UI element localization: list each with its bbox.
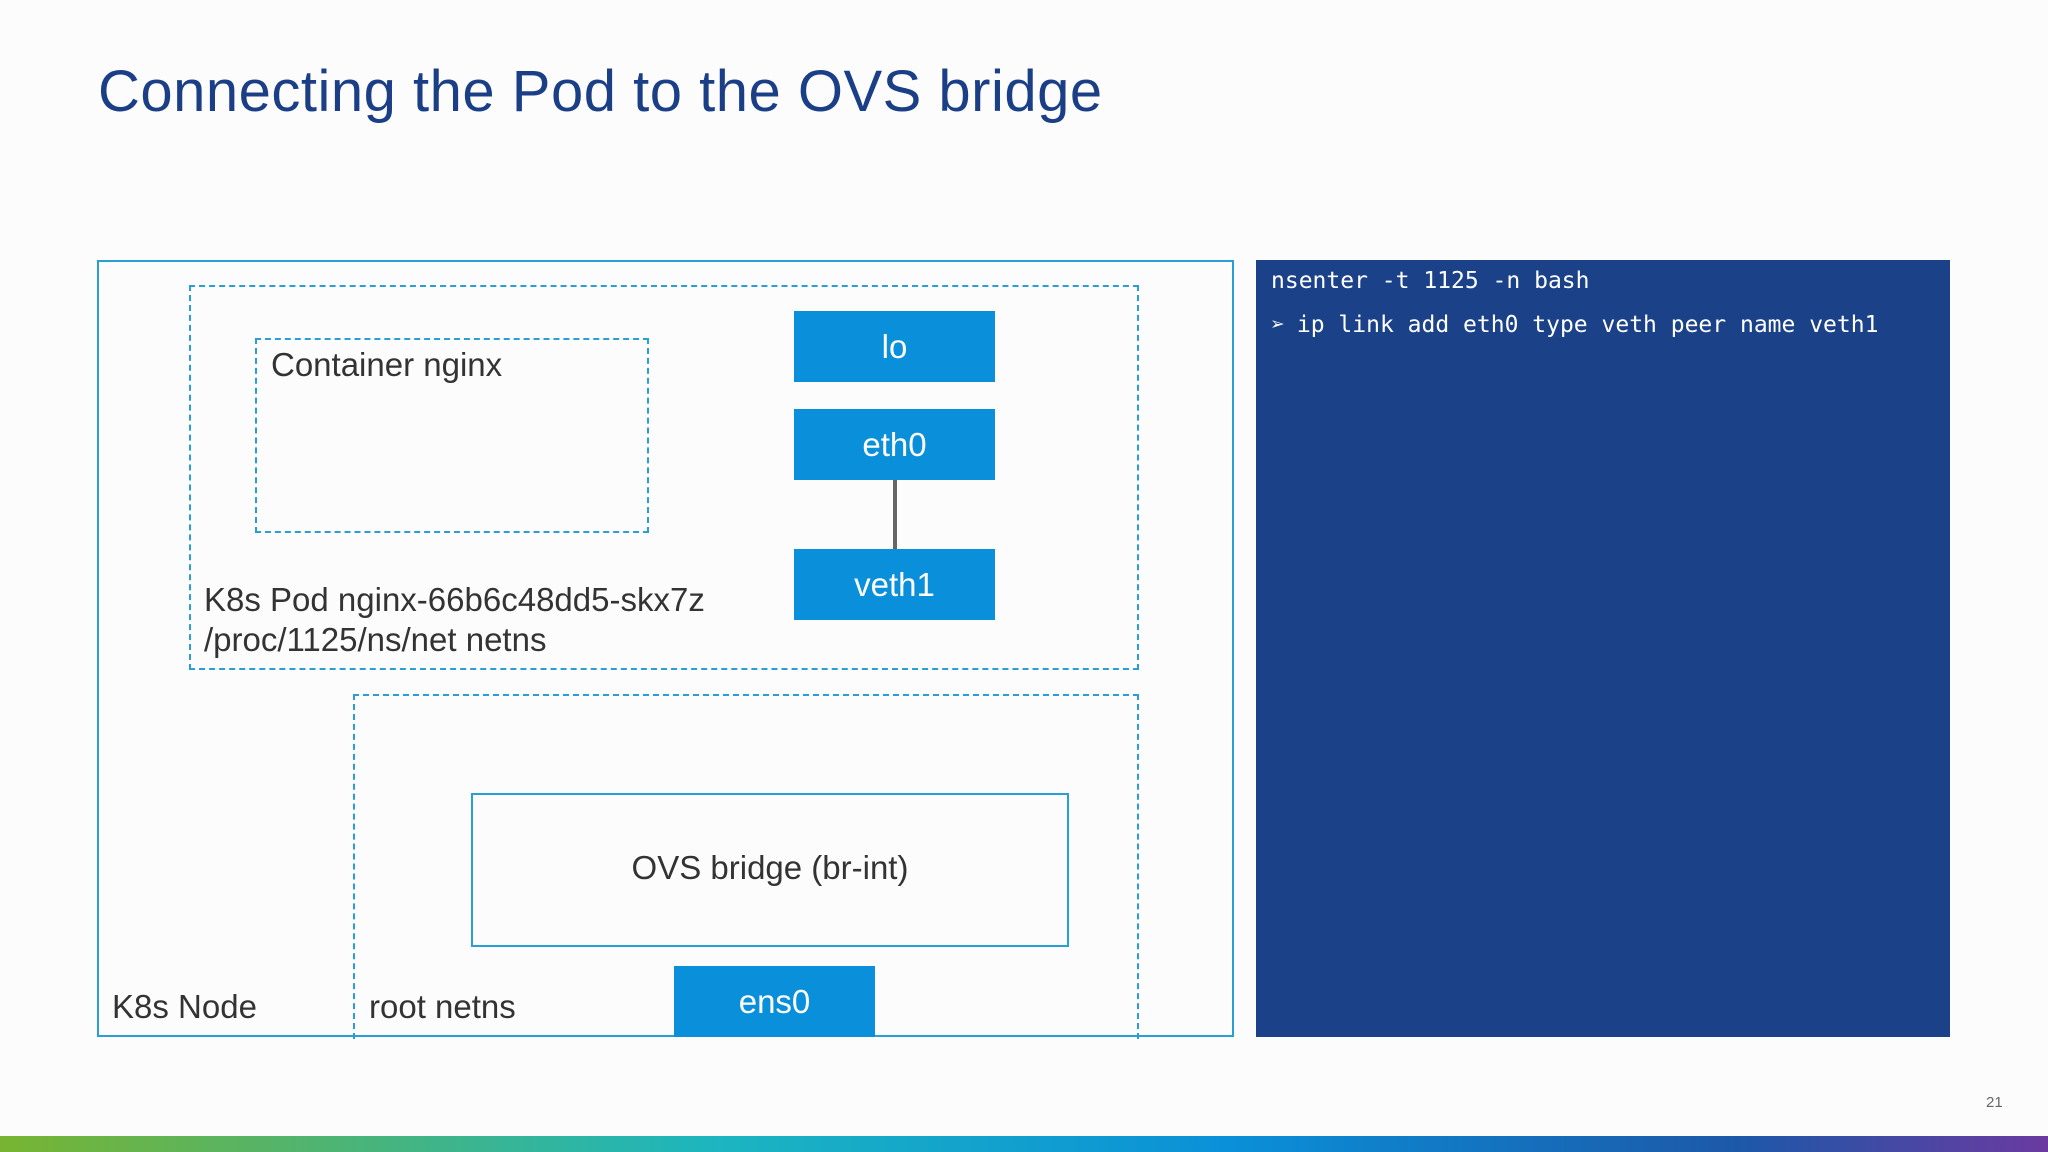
- terminal-command-2: ➢ ip link add eth0 type veth peer name ve…: [1271, 312, 1878, 338]
- interface-lo: lo: [794, 311, 995, 382]
- k8s-node-box: [97, 260, 1234, 1037]
- container-box: [255, 338, 649, 533]
- pod-label: K8s Pod nginx-66b6c48dd5-skx7z /proc/112…: [204, 580, 705, 660]
- container-label: Container nginx: [271, 346, 503, 383]
- ovs-bridge-box: [471, 793, 1069, 947]
- k8s-pod-box: [189, 285, 1139, 670]
- slide-title: Connecting the Pod to the OVS bridge: [98, 59, 1103, 124]
- veth-link-line: [893, 480, 897, 549]
- node-label: K8s Node: [112, 988, 257, 1025]
- ovs-bridge-label: OVS bridge (br-int): [631, 849, 909, 886]
- pod-name-label: K8s Pod nginx-66b6c48dd5-skx7z: [204, 581, 705, 618]
- root-netns-box: [353, 694, 1139, 1039]
- root-netns-label: root netns: [369, 988, 516, 1025]
- gradient-footer-bar: [0, 1136, 2048, 1152]
- terminal-command-2-text: ip link add eth0 type veth peer name vet…: [1296, 312, 1879, 338]
- interface-eth0: eth0: [794, 409, 995, 480]
- arrow-bullet-icon: ➢: [1271, 312, 1285, 338]
- pod-netns-label: /proc/1125/ns/net netns: [204, 621, 547, 658]
- interface-veth1: veth1: [794, 549, 995, 620]
- terminal-command-1: nsenter -t 1125 -n bash: [1271, 268, 1590, 294]
- interface-ens0: ens0: [674, 966, 875, 1037]
- terminal-panel: nsenter -t 1125 -n bash ➢ ip link add eth…: [1256, 260, 1950, 1037]
- page-number: 21: [1986, 1094, 2003, 1111]
